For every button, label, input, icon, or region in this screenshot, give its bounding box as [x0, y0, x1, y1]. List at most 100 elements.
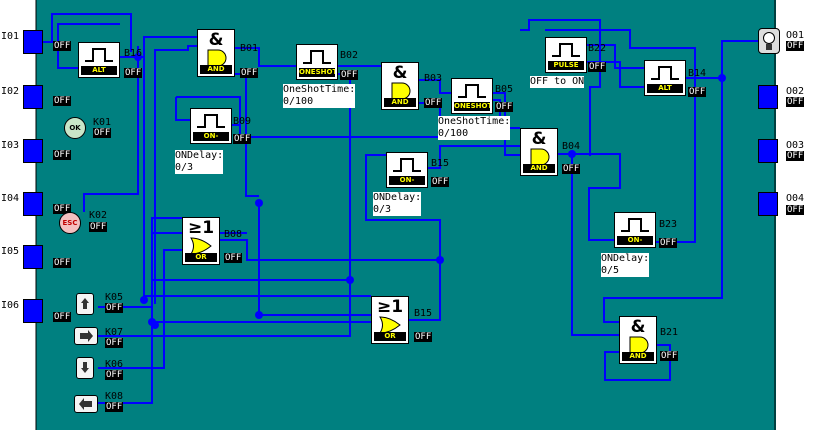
on-delay-block[interactable]: ON-DELAY	[190, 108, 232, 144]
input-i04-terminal[interactable]	[23, 192, 43, 216]
down-key-icon[interactable]	[76, 357, 94, 379]
right-key-icon[interactable]	[74, 327, 98, 345]
wire-segment	[235, 47, 296, 67]
left-key-icon[interactable]	[74, 395, 98, 413]
block-b23-status: OFF	[659, 238, 678, 248]
block-b14-status: OFF	[688, 87, 707, 97]
key-k02-label: K02	[89, 210, 108, 221]
and-block[interactable]: & AND	[197, 29, 235, 77]
input-i06-label: I06	[1, 300, 20, 311]
on-delay-tag: ON-DELAY	[617, 236, 653, 245]
oneshot-block[interactable]: ONESHOT	[296, 44, 338, 80]
block-b14-label: B14	[688, 68, 707, 79]
output-o04-status: OFF	[786, 205, 805, 215]
block-b01-status: OFF	[240, 68, 259, 78]
input-i01-status: OFF	[53, 41, 72, 51]
or-gate-icon	[190, 237, 212, 255]
input-i04-label: I04	[1, 193, 20, 204]
key-k01-status: OFF	[93, 128, 112, 138]
or-block[interactable]: ≥1 OR	[371, 296, 409, 344]
input-i05-terminal[interactable]	[23, 245, 43, 269]
wire-segment	[175, 97, 190, 121]
oneshot-tag: ONESHOT	[454, 102, 490, 111]
input-i02-status: OFF	[53, 96, 72, 106]
and-block[interactable]: & AND	[520, 128, 558, 176]
output-o01-label: O01	[786, 30, 805, 41]
and-symbol: &	[531, 129, 547, 149]
output-o04-terminal[interactable]	[758, 192, 778, 216]
output-o03-label: O03	[786, 140, 805, 151]
oneshot-tag: ONESHOT	[299, 68, 335, 77]
output-o03-status: OFF	[786, 151, 805, 161]
wire-segment	[603, 77, 723, 323]
input-i03-terminal[interactable]	[23, 139, 43, 163]
key-k07-status: OFF	[105, 338, 124, 348]
and-tag: AND	[622, 352, 654, 361]
wire-junction	[568, 150, 576, 158]
key-k06-label: K06	[105, 359, 124, 370]
wire-junction	[255, 199, 263, 207]
block-b04-status: OFF	[562, 164, 581, 174]
input-i01-label: I01	[1, 31, 20, 42]
and-symbol: &	[208, 30, 224, 50]
on-delay-tag: ON-DELAY	[389, 176, 425, 185]
output-o04-label: O04	[786, 193, 805, 204]
on-delay-block[interactable]: ON-DELAY	[614, 212, 656, 248]
pulse-waveform-icon	[303, 50, 331, 64]
block-b02-param: OneShotTime: 0/100	[283, 84, 356, 108]
pulse-waveform-icon	[552, 43, 580, 57]
input-i06-terminal[interactable]	[23, 299, 43, 323]
up-key-icon[interactable]	[76, 293, 94, 315]
block-b18-status: OFF	[431, 177, 450, 187]
wire-segment	[587, 44, 644, 69]
key-k01-label: K01	[93, 117, 112, 128]
pulse-waveform-icon	[651, 66, 679, 80]
key-k07-label: K07	[105, 327, 124, 338]
and-block[interactable]: & AND	[381, 62, 419, 110]
wire-segment	[154, 45, 197, 57]
pulse-block[interactable]: PULSE	[545, 37, 587, 73]
input-i03-label: I03	[1, 140, 20, 151]
or-tag: OR	[374, 332, 406, 341]
wire-segment	[428, 145, 520, 169]
block-b02-status: OFF	[340, 70, 359, 80]
pulse-tag: PULSE	[548, 61, 584, 70]
input-i05-status: OFF	[53, 258, 72, 268]
input-i01-terminal[interactable]	[23, 30, 43, 54]
wire-segment	[520, 19, 601, 156]
esc-key-icon[interactable]: ESC	[59, 212, 81, 234]
or-block[interactable]: ≥1 OR	[182, 217, 220, 265]
input-i02-terminal[interactable]	[23, 85, 43, 109]
oneshot-block[interactable]: ONESHOT	[451, 78, 493, 114]
and-block[interactable]: & AND	[619, 316, 657, 364]
wire-segment	[98, 217, 182, 404]
block-b09-label: B09	[233, 116, 252, 127]
block-b03-label: B03	[424, 73, 443, 84]
block-b04-label: B04	[562, 141, 581, 152]
key-k05-label: K05	[105, 292, 124, 303]
block-b22-param: OFF to ON	[530, 76, 585, 88]
wire-segment	[558, 153, 619, 336]
output-o02-terminal[interactable]	[758, 85, 778, 109]
alt-block[interactable]: ALT	[644, 60, 686, 96]
wire-segment	[572, 153, 621, 241]
wire-segment	[604, 344, 671, 381]
output-o01-status: OFF	[786, 41, 805, 51]
on-delay-block[interactable]: ON-DELAY	[386, 152, 428, 188]
wire-segment	[83, 46, 139, 212]
block-b21-status: OFF	[660, 351, 679, 361]
alt-block[interactable]: ALT	[78, 42, 120, 78]
alt-tag: ALT	[647, 84, 683, 93]
block-b03-status: OFF	[424, 98, 443, 108]
lamp-icon[interactable]	[758, 28, 780, 54]
input-i02-label: I02	[1, 86, 20, 97]
ok-key-icon[interactable]: OK	[64, 117, 86, 139]
wire-junction	[718, 74, 726, 82]
wire-segment	[98, 280, 351, 337]
wire-segment	[98, 249, 182, 369]
block-b09-status: OFF	[233, 134, 252, 144]
output-o03-terminal[interactable]	[758, 139, 778, 163]
and-symbol: &	[630, 317, 646, 337]
wire-junction	[134, 53, 142, 61]
block-b18-param: ONDelay: 0/3	[373, 192, 422, 216]
